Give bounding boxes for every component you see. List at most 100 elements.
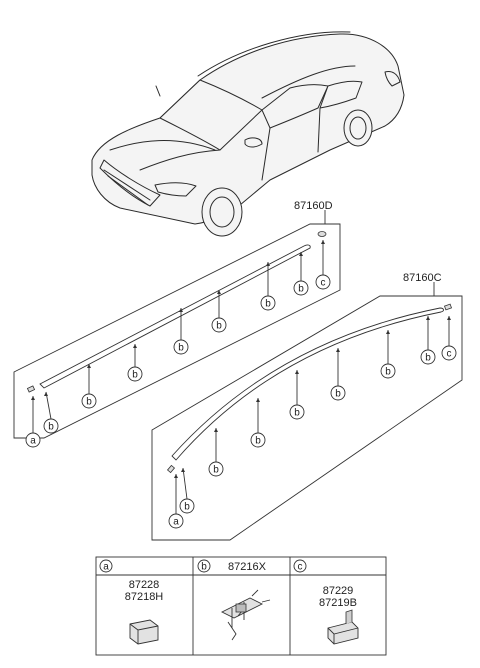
callout-arrowhead — [217, 290, 221, 294]
upper-assembly-frame — [13, 223, 341, 439]
parts-legend-table: a 87228 87218H b 87216X c — [95, 556, 387, 656]
upper-assembly-part-no: 87160D — [294, 200, 333, 212]
callout-b-7: b — [420, 316, 436, 365]
legend-callout-c — [293, 559, 307, 573]
callout-letter: b — [425, 353, 431, 364]
callout-circle — [315, 274, 331, 290]
callout-arrowhead — [181, 468, 185, 472]
callout-leader — [182, 467, 188, 500]
upper-clip-a-shape — [26, 385, 36, 393]
callout-circle — [173, 339, 189, 355]
callout-circle — [289, 404, 305, 420]
callout-arrowhead — [44, 392, 48, 396]
callout-arrowhead — [214, 428, 218, 432]
callout-letter: b — [48, 422, 54, 433]
lower-roof-molding — [171, 307, 444, 461]
legend-a-part-2: 87218H — [125, 591, 164, 603]
callout-arrowhead — [447, 316, 451, 320]
callout-letter: c — [321, 278, 326, 289]
legend-c-part-1: 87229 — [323, 585, 354, 597]
callout-arrowhead — [174, 474, 178, 478]
callout-a-0: a — [168, 474, 184, 529]
legend-border — [95, 556, 387, 656]
legend-letter-b: b — [201, 562, 207, 573]
callout-letter: a — [173, 517, 179, 528]
callout-letter: b — [178, 343, 184, 354]
legend-callout-b — [197, 559, 211, 573]
legend-callout-a — [99, 559, 113, 573]
callout-letter: b — [298, 284, 304, 295]
lower-clip-c-shape — [443, 303, 453, 311]
callout-c-8: c — [441, 316, 457, 361]
car-illustration — [91, 31, 405, 237]
callout-circle — [293, 280, 309, 296]
callout-circle — [380, 363, 396, 379]
callout-letter: b — [255, 436, 261, 447]
callout-circle — [81, 393, 97, 409]
callout-letter: b — [294, 408, 300, 419]
callout-letter: b — [86, 397, 92, 408]
upper-clip-c-shape — [317, 231, 327, 237]
callout-letter: b — [385, 367, 391, 378]
legend-letter-c: c — [298, 562, 303, 573]
callout-c-8: c — [315, 240, 331, 290]
callout-b-5: b — [211, 290, 227, 333]
callout-circle — [211, 317, 227, 333]
callout-letter: c — [447, 349, 452, 360]
lower-assembly-part-no: 87160C — [403, 272, 442, 284]
callout-arrowhead — [336, 348, 340, 352]
callout-circle — [330, 385, 346, 401]
callout-circle — [260, 295, 276, 311]
callout-circle — [420, 349, 436, 365]
callout-circle — [179, 498, 195, 514]
callout-arrowhead — [266, 262, 270, 266]
callout-letter: a — [30, 436, 36, 447]
callout-b-3: b — [127, 344, 143, 382]
callout-circle — [441, 345, 457, 361]
callout-circle — [43, 418, 59, 434]
legend-column-a: a 87228 87218H — [99, 559, 164, 645]
callout-circle — [208, 461, 224, 477]
callout-b-1: b — [179, 467, 195, 514]
callout-arrowhead — [321, 240, 325, 244]
upper-roof-molding — [39, 244, 311, 389]
callout-circle — [25, 432, 41, 448]
callout-letter: b — [132, 370, 138, 381]
callout-letter: b — [335, 389, 341, 400]
callout-circle — [168, 513, 184, 529]
callout-arrowhead — [31, 396, 35, 400]
clip-b-drawing — [220, 589, 271, 641]
callout-b-6: b — [260, 262, 276, 311]
callout-b-7: b — [293, 252, 309, 296]
callout-b-4: b — [173, 308, 189, 355]
callout-b-2: b — [208, 428, 224, 477]
callout-arrowhead — [256, 398, 260, 402]
callout-arrowhead — [386, 330, 390, 334]
callout-b-4: b — [289, 370, 305, 420]
lower-assembly-frame — [151, 295, 463, 541]
legend-b-part-1: 87216X — [228, 561, 267, 573]
upper-callouts: a b b b b b b b c — [25, 240, 331, 448]
callout-arrowhead — [133, 344, 137, 348]
callout-arrowhead — [426, 316, 430, 320]
callout-arrowhead — [87, 364, 91, 368]
clip-c-drawing — [327, 609, 359, 645]
lower-clip-a-shape — [166, 464, 176, 474]
callout-letter: b — [184, 502, 190, 513]
callout-arrowhead — [299, 252, 303, 256]
callout-circle — [250, 432, 266, 448]
legend-column-b: b 87216X — [197, 559, 271, 641]
callout-circle — [127, 366, 143, 382]
callout-arrowhead — [295, 370, 299, 374]
callout-letter: b — [213, 465, 219, 476]
upper-assembly-group: 87160D a b b b b b b b c — [13, 200, 341, 448]
callout-arrowhead — [179, 308, 183, 312]
callout-leader — [45, 391, 52, 420]
callout-b-1: b — [43, 391, 59, 434]
callout-b-6: b — [380, 330, 396, 379]
callout-letter: b — [265, 299, 271, 310]
clip-a-drawing — [129, 619, 159, 645]
